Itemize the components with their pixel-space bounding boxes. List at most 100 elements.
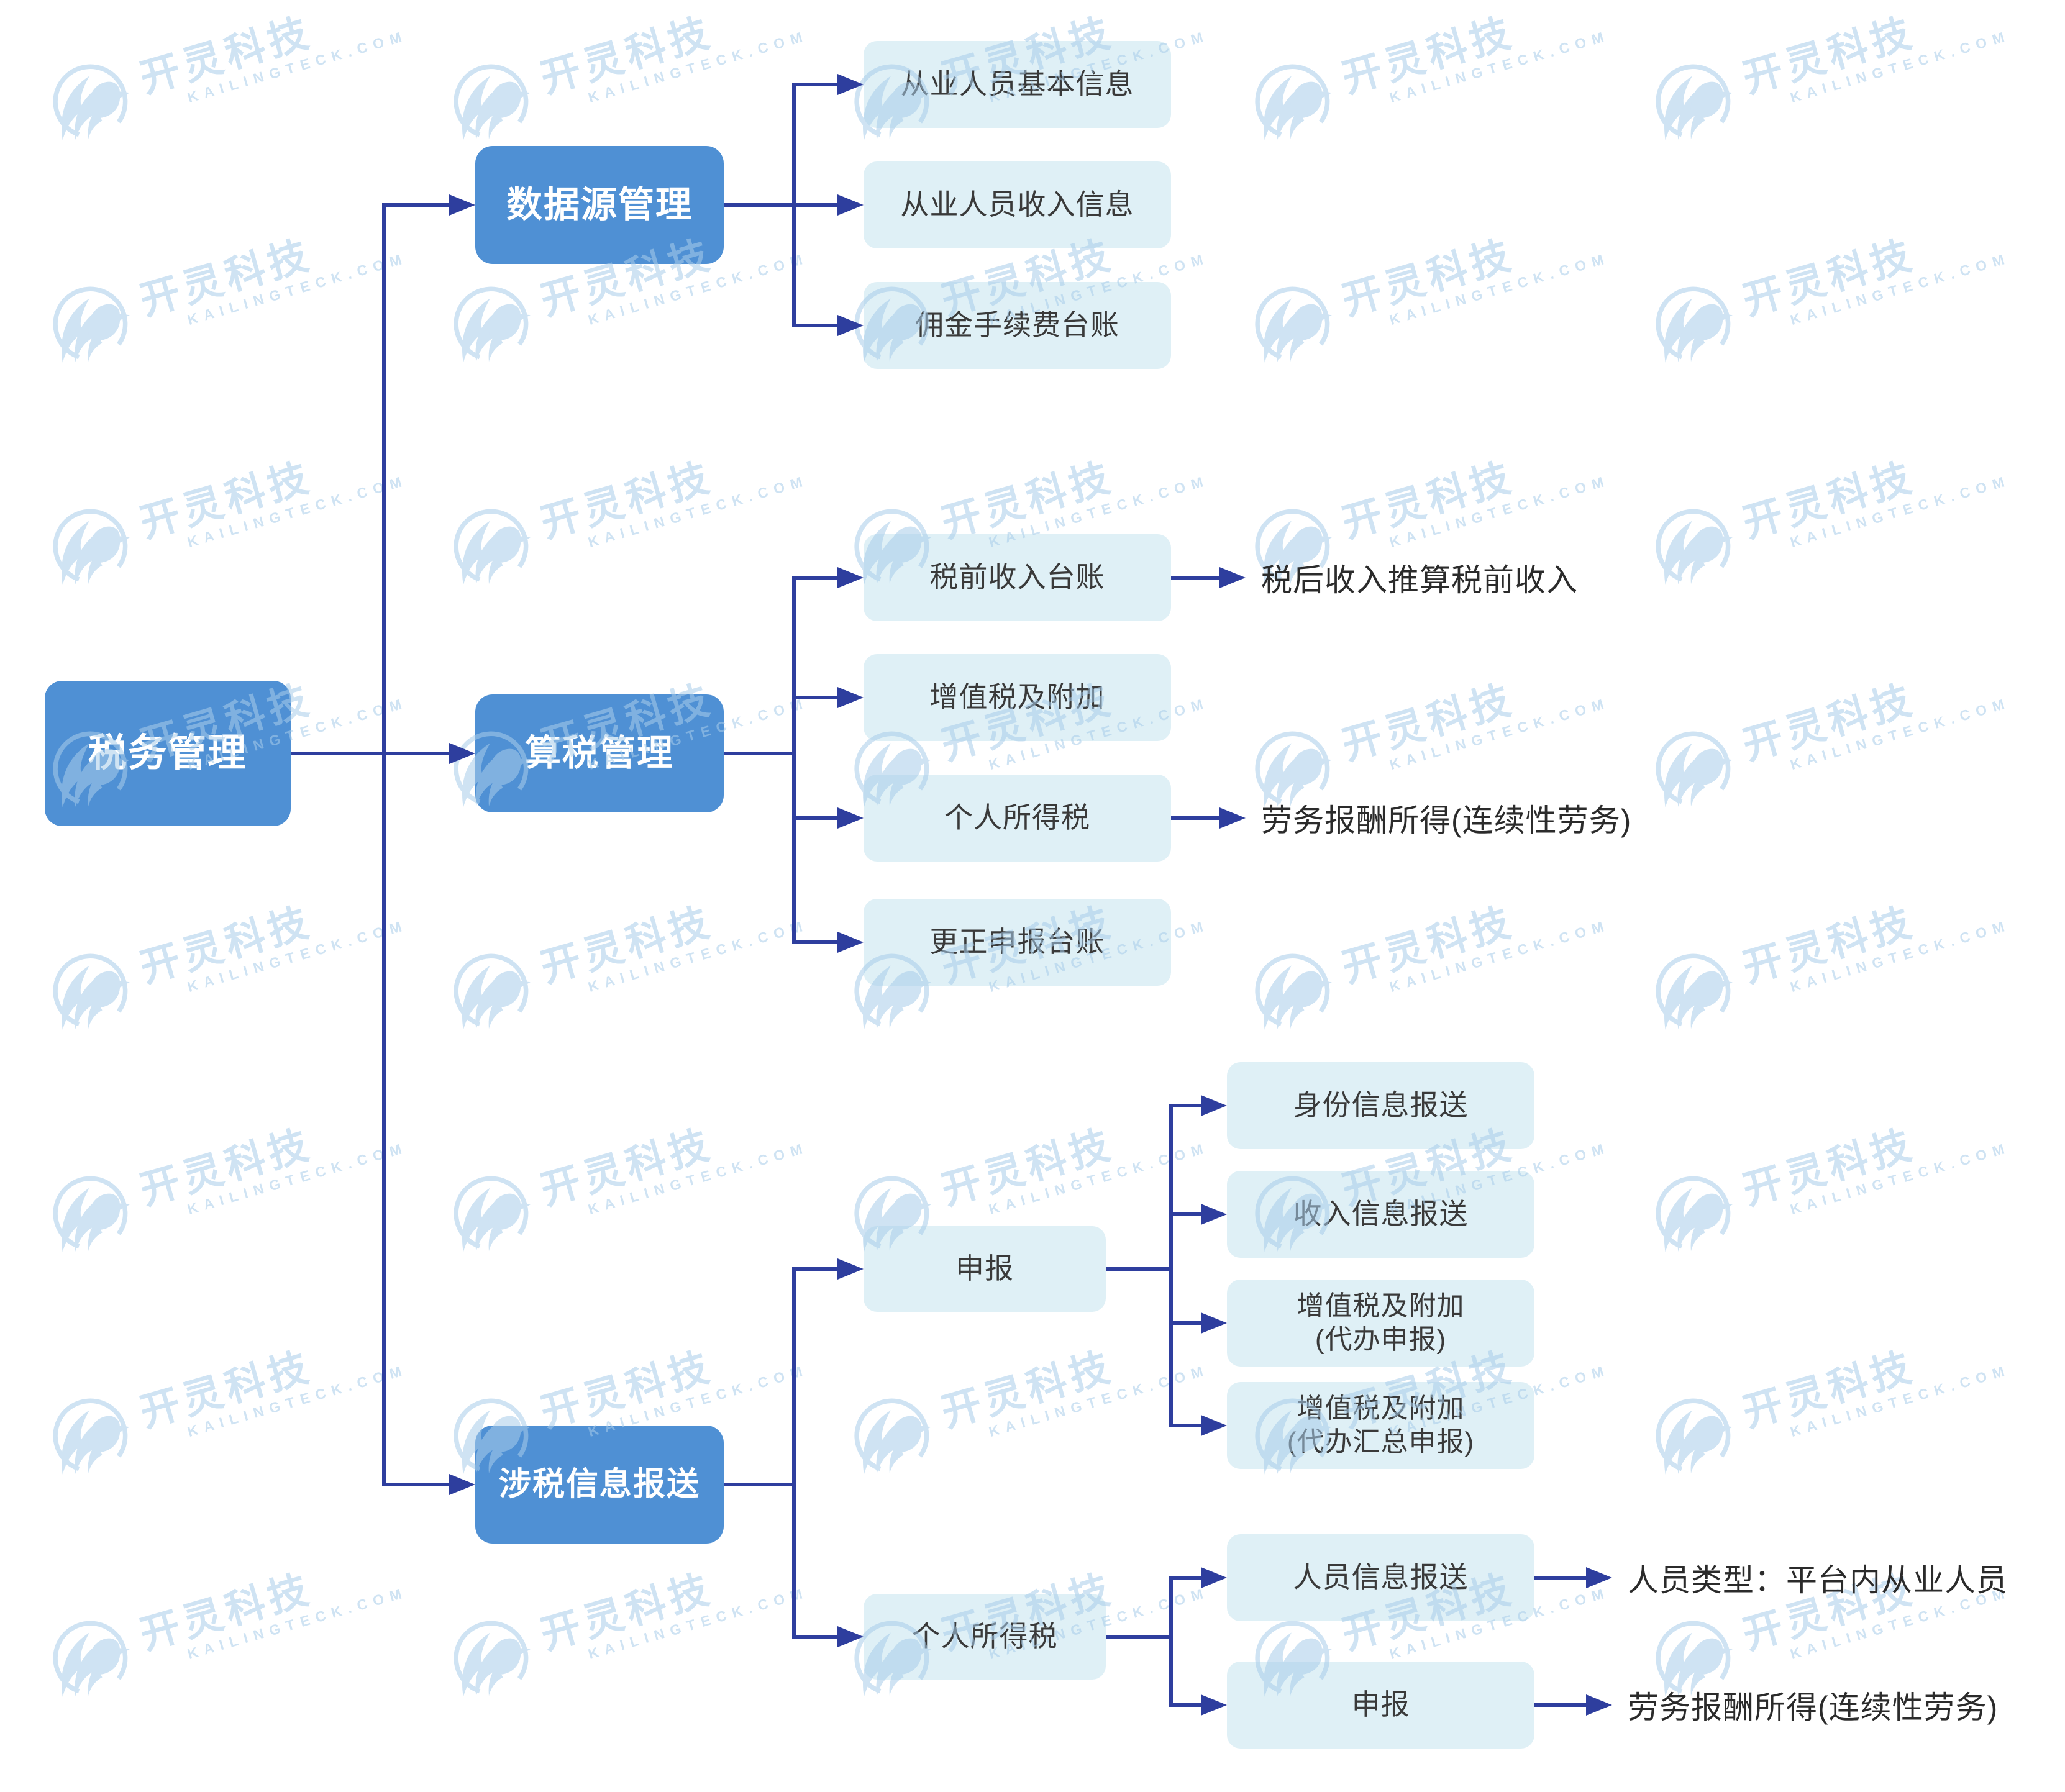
- kailing-logo-icon: [454, 64, 531, 140]
- kailing-logo-icon: [854, 1398, 931, 1475]
- watermark-brand-text: 开灵科技: [135, 9, 317, 101]
- watermark-brand-text: 开灵科技: [135, 453, 317, 546]
- node-practitioner-basic-info: 从业人员基本信息: [864, 41, 1171, 128]
- kailing-logo-icon: [454, 286, 531, 363]
- watermark-brand-text: 开灵科技: [135, 1565, 317, 1658]
- node-vat-agent-summary-declaration: 增值税及附加 (代办汇总申报): [1227, 1382, 1534, 1469]
- watermark-brand-text: 开灵科技: [536, 1121, 718, 1213]
- node-tax-management-root: 税务管理: [45, 681, 291, 826]
- kailing-logo-icon: [53, 286, 130, 363]
- watermark-domain-text: KAILINGTECK.COM: [987, 1139, 1211, 1217]
- watermark-domain-text: KAILINGTECK.COM: [1387, 27, 1611, 106]
- watermark-domain-text: KAILINGTECK.COM: [1788, 27, 2012, 106]
- watermark-brand-text: 开灵科技: [936, 453, 1119, 546]
- node-practitioner-income-info: 从业人员收入信息: [864, 161, 1171, 248]
- kailing-logo-icon: [53, 509, 130, 585]
- watermark-domain-text: KAILINGTECK.COM: [1788, 1361, 2012, 1440]
- kailing-logo-icon: [1656, 1398, 1733, 1475]
- kailing-logo-icon: [1656, 1176, 1733, 1252]
- node-correction-declaration-ledger: 更正申报台账: [864, 899, 1171, 986]
- watermark-domain-text: KAILINGTECK.COM: [1788, 916, 2012, 995]
- annotation-labor-remuneration-1: 劳务报酬所得(连续性劳务): [1261, 803, 1632, 838]
- watermark-domain-text: KAILINGTECK.COM: [586, 1583, 810, 1662]
- kailing-logo-icon: [1656, 731, 1733, 807]
- node-label-line1: 增值税及附加: [1297, 1291, 1465, 1322]
- watermark-brand-text: 开灵科技: [536, 9, 718, 101]
- kailing-logo-icon: [1255, 286, 1332, 363]
- watermark-brand-text: 开灵科技: [1738, 1121, 1920, 1213]
- watermark-domain-text: KAILINGTECK.COM: [586, 1139, 810, 1217]
- kailing-logo-icon: [53, 1176, 130, 1252]
- watermark-brand-text: 开灵科技: [1738, 676, 1920, 768]
- node-vat-agent-declaration: 增值税及附加 (代办申报): [1227, 1280, 1534, 1367]
- node-tax-calculation-management: 算税管理: [475, 694, 724, 812]
- kailing-logo-icon: [1656, 509, 1733, 585]
- node-vat-and-surcharges: 增值税及附加: [864, 654, 1171, 741]
- watermark-domain-text: KAILINGTECK.COM: [1387, 471, 1611, 550]
- kailing-logo-icon: [53, 1621, 130, 1697]
- watermark-brand-text: 开灵科技: [536, 1565, 718, 1658]
- annotation-labor-remuneration-2: 劳务报酬所得(连续性劳务): [1628, 1690, 1999, 1725]
- node-label-line1: 增值税及附加: [1297, 1393, 1465, 1424]
- node-personal-income-tax-reporting: 个人所得税: [864, 1594, 1106, 1680]
- kailing-logo-icon: [1255, 64, 1332, 140]
- kailing-logo-icon: [53, 953, 130, 1030]
- watermark-brand-text: 开灵科技: [536, 453, 718, 546]
- watermark-domain-text: KAILINGTECK.COM: [185, 916, 409, 995]
- node-declaration-pit: 申报: [1227, 1662, 1534, 1749]
- watermark-brand-text: 开灵科技: [936, 1121, 1119, 1213]
- watermark-brand-text: 开灵科技: [135, 231, 317, 324]
- watermark-brand-text: 开灵科技: [1337, 9, 1520, 101]
- watermark-brand-text: 开灵科技: [536, 898, 718, 991]
- watermark-brand-text: 开灵科技: [536, 1343, 718, 1435]
- kailing-logo-icon: [454, 509, 531, 585]
- watermark-brand-text: 开灵科技: [1337, 898, 1520, 991]
- watermark-domain-text: KAILINGTECK.COM: [1387, 249, 1611, 328]
- node-commission-fee-ledger: 佣金手续费台账: [864, 282, 1171, 369]
- node-data-source-management: 数据源管理: [475, 146, 724, 264]
- watermark-domain-text: KAILINGTECK.COM: [185, 27, 409, 106]
- node-personnel-info-reporting: 人员信息报送: [1227, 1534, 1534, 1621]
- watermark-brand-text: 开灵科技: [135, 1343, 317, 1435]
- watermark-domain-text: KAILINGTECK.COM: [185, 1583, 409, 1662]
- kailing-logo-icon: [454, 1621, 531, 1697]
- kailing-logo-icon: [1656, 953, 1733, 1030]
- watermark-domain-text: KAILINGTECK.COM: [586, 916, 810, 995]
- watermark-domain-text: KAILINGTECK.COM: [185, 1139, 409, 1217]
- node-pretax-income-ledger: 税前收入台账: [864, 534, 1171, 621]
- watermark-brand-text: 开灵科技: [1337, 453, 1520, 546]
- watermark-brand-text: 开灵科技: [1337, 231, 1520, 324]
- kailing-logo-icon: [53, 1398, 130, 1475]
- kailing-logo-icon: [454, 1176, 531, 1252]
- node-personal-income-tax: 个人所得税: [864, 775, 1171, 862]
- kailing-logo-icon: [1656, 286, 1733, 363]
- watermark-domain-text: KAILINGTECK.COM: [185, 471, 409, 550]
- node-income-info-reporting: 收入信息报送: [1227, 1171, 1534, 1258]
- annotation-pretax-income-derivation: 税后收入推算税前收入: [1261, 563, 1578, 598]
- watermark-domain-text: KAILINGTECK.COM: [185, 249, 409, 328]
- watermark-brand-text: 开灵科技: [135, 1121, 317, 1213]
- node-declaration: 申报: [864, 1226, 1106, 1312]
- watermark-domain-text: KAILINGTECK.COM: [586, 471, 810, 550]
- watermark-brand-text: 开灵科技: [1738, 453, 1920, 546]
